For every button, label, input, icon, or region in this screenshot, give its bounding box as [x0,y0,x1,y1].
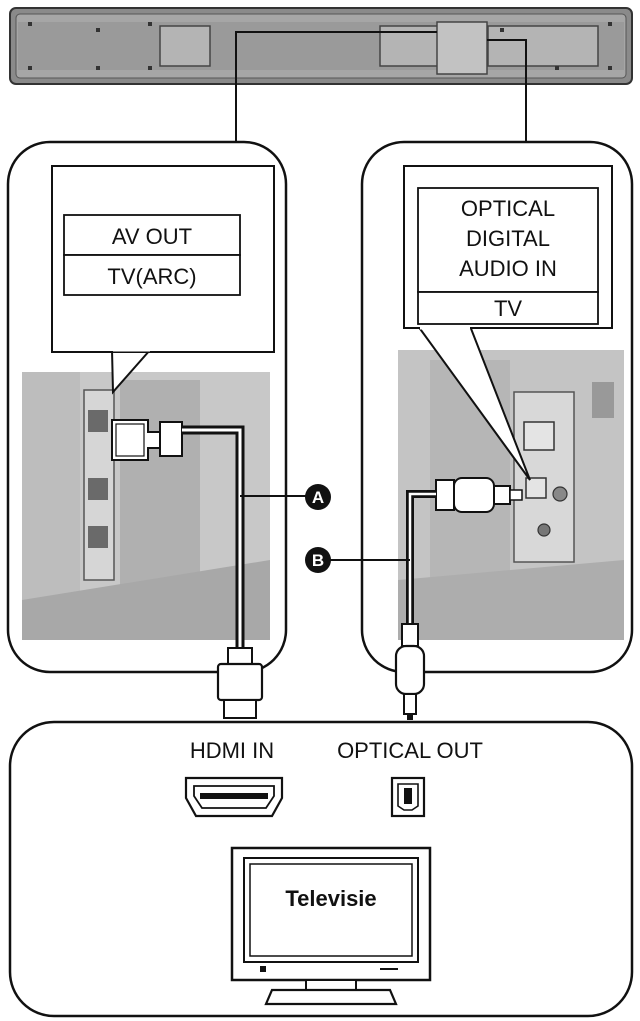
callout-a-letter: A [312,488,324,507]
tv-panel: HDMI IN OPTICAL OUT Televisie [8,720,634,1018]
left-panel: AV OUT TV(ARC) [6,140,288,674]
right-label-audio-in: AUDIO IN [459,256,557,281]
hdmi-plug-bottom [216,647,264,719]
right-panel: OPTICAL DIGITAL AUDIO IN TV [360,140,634,674]
right-label-tv: TV [494,296,522,321]
television-icon: Televisie [230,846,432,1006]
hdmi-in-label: HDMI IN [190,738,274,763]
hdmi-cable [182,425,306,648]
hdmi-port-icon [184,776,284,818]
right-label-digital: DIGITAL [466,226,550,251]
right-label-optical: OPTICAL [461,196,555,221]
callout-a: A [305,484,331,510]
left-label-tv-arc: TV(ARC) [107,264,196,289]
callout-b: B [305,547,331,573]
tv-screen-label: Televisie [285,886,376,911]
optical-out-label: OPTICAL OUT [337,738,483,763]
callout-b-letter: B [312,551,324,570]
connector-lines [235,31,527,142]
optical-plug-bottom [394,623,426,720]
soundbar [9,7,633,85]
optical-port-icon [390,776,426,818]
left-label-av-out: AV OUT [112,224,192,249]
